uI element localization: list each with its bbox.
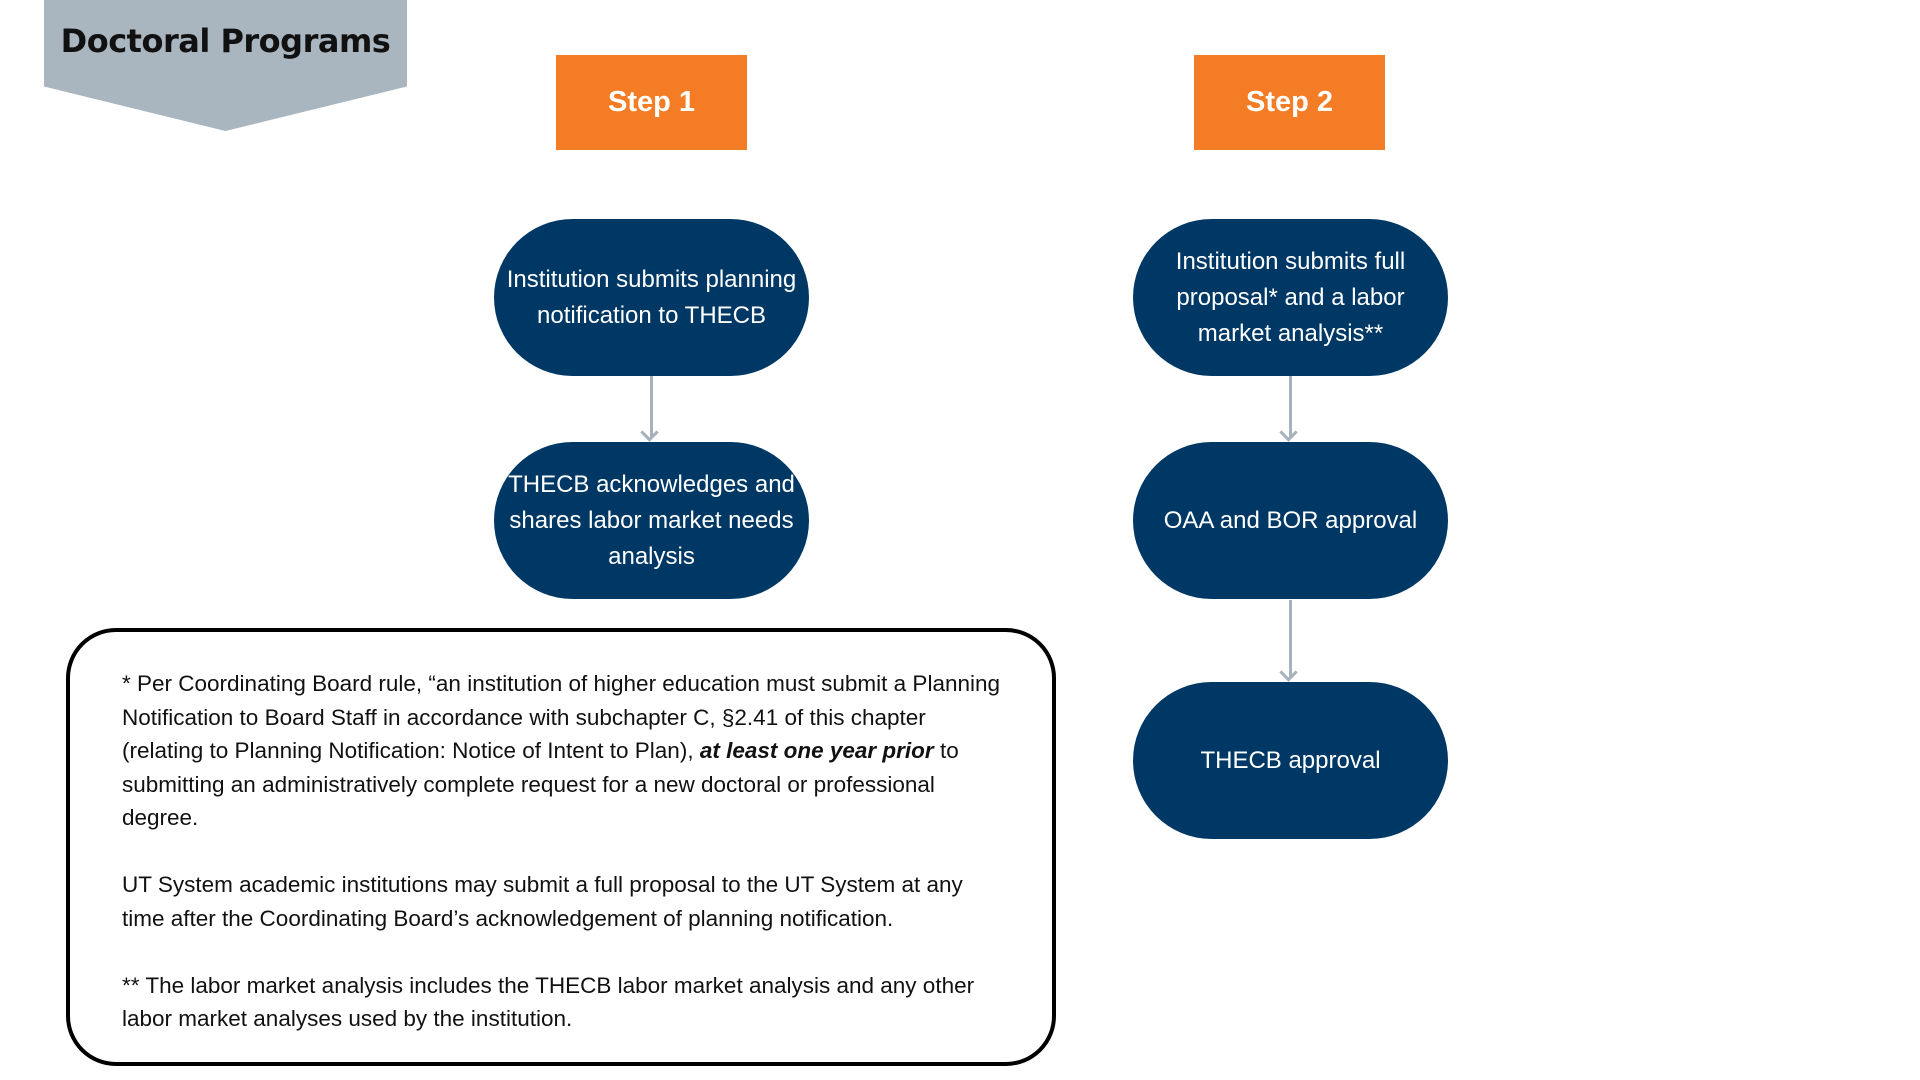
page-title: Doctoral Programs: [60, 22, 391, 60]
footnote-labor-market-analysis: ** The labor market analysis includes th…: [122, 972, 975, 1032]
step-2-arrow-1: [1289, 376, 1292, 438]
header-banner: Doctoral Programs: [44, 0, 407, 131]
step-1-arrow-1: [650, 376, 653, 438]
step-2-node-oaa-bor-approval: OAA and BOR approval: [1133, 442, 1448, 599]
footnote-coordinating-board-rule: * Per Coordinating Board rule, “an insti…: [122, 671, 1001, 830]
step-2-arrow-2: [1289, 600, 1292, 678]
step-1-node-submit-planning-notification: Institution submits planning notificatio…: [494, 219, 809, 376]
footnote-ut-system: UT System academic institutions may subm…: [122, 872, 963, 931]
footnote-box: * Per Coordinating Board rule, “an insti…: [66, 628, 1056, 1066]
step-1-label: Step 1: [556, 55, 747, 150]
footnote-emphasis: at least one year prior: [699, 738, 934, 763]
step-2-label: Step 2: [1194, 55, 1385, 150]
step-1-node-thecb-acknowledges: THECB acknowledges and shares labor mark…: [494, 442, 809, 599]
step-2-node-thecb-approval: THECB approval: [1133, 682, 1448, 839]
step-2-node-submit-full-proposal: Institution submits full proposal* and a…: [1133, 219, 1448, 376]
